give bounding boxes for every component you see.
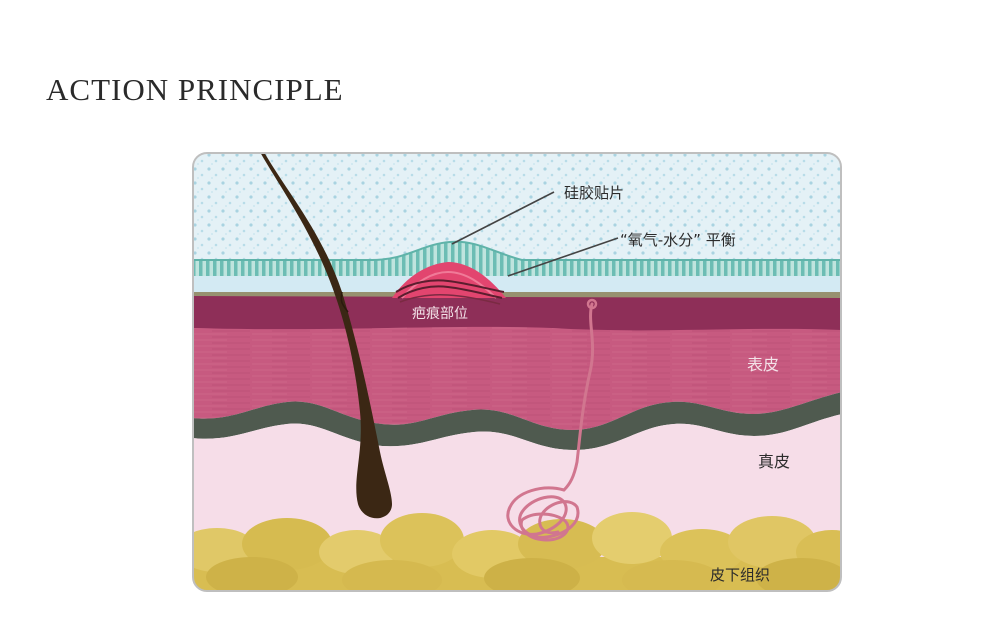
label-oxygen-water-balance: “氧气-水分” 平衡	[620, 231, 736, 249]
label-epidermis: 表皮	[747, 355, 779, 374]
label-silicone-patch: 硅胶贴片	[564, 184, 624, 202]
epidermis-upper	[193, 296, 841, 333]
sweat-gland	[506, 302, 595, 542]
scar	[392, 262, 506, 305]
label-subcutaneous: 皮下组织	[710, 566, 770, 584]
page-title: ACTION PRINCIPLE	[46, 72, 344, 107]
label-scar-site: 疤痕部位	[412, 306, 468, 322]
skin-cross-section-diagram: 硅胶贴片 “氧气-水分” 平衡 疤痕部位 表皮 真皮 皮下组织	[192, 152, 842, 592]
patch-pointer-line	[451, 191, 555, 245]
basement-band	[193, 392, 841, 450]
diagram-frame	[192, 152, 842, 592]
subcutaneous-fat	[193, 512, 841, 591]
balance-pointer-line	[507, 237, 619, 277]
hair-follicle	[260, 153, 392, 519]
label-dermis: 真皮	[758, 452, 790, 471]
diagram-svg: 硅胶贴片 “氧气-水分” 平衡 疤痕部位 表皮 真皮 皮下组织	[192, 152, 842, 592]
